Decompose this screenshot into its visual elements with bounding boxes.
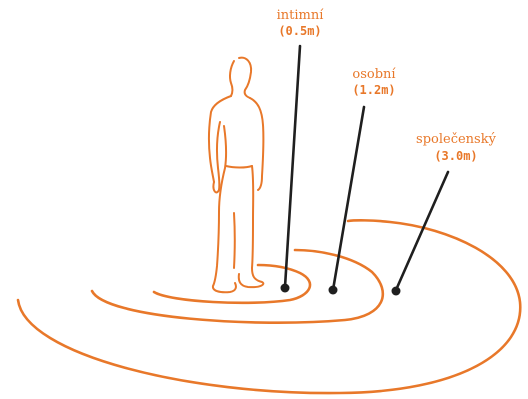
intimate-zone-distance: (0.5m) [278, 24, 321, 38]
intimate-zone-label: intimní [277, 8, 325, 23]
social-zone-label: společenský [416, 132, 497, 147]
social-zone-ring [18, 220, 520, 393]
personal-zone-label: osobní [352, 67, 396, 82]
person-figure [209, 58, 264, 293]
social-zone-distance: (3.0m) [434, 149, 477, 163]
social-marker-dot [392, 287, 401, 296]
personal-zone-distance: (1.2m) [352, 83, 395, 97]
personal-marker-dot [329, 286, 338, 295]
intimate-marker-dot [281, 284, 290, 293]
